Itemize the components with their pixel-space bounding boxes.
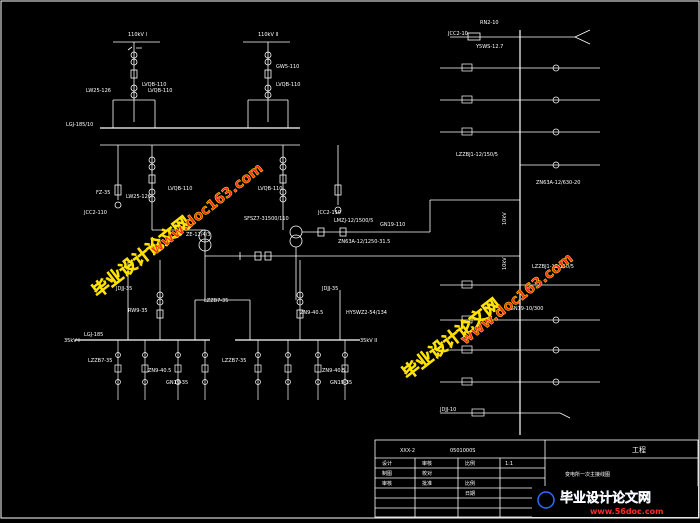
label-jdju-35a: JDJJ-35 <box>115 286 132 292</box>
label-bus-10-b: 10kV <box>502 257 508 270</box>
tb-row3-mid: 批准 <box>422 480 432 487</box>
label-source-left: 110kV I <box>128 32 147 38</box>
label-bus-35-left: 35kV I <box>64 338 80 344</box>
label-lzzb-35c: LZZB7-35 <box>222 358 246 364</box>
footer-url: www.56doc.com <box>590 507 663 516</box>
label-jdju-10: JDJJ-10 <box>439 407 456 413</box>
tb-row4-midv: 日期 <box>465 491 475 497</box>
label-gn-110: GN19-110 <box>380 222 405 228</box>
label-jcc-10: JCC2-10 <box>447 31 468 37</box>
10kv-feeders <box>440 63 600 419</box>
label-rn-10: RN2-10 <box>480 20 499 26</box>
label-lw-126b: LW25-126 <box>126 194 151 200</box>
title-company: XXX-2 <box>400 448 415 454</box>
label-lvqb-5: LVQB-110 <box>258 186 282 192</box>
label-lzzb-35b: LZZB7-35 <box>88 358 112 364</box>
label-source-right: 110kV II <box>258 32 278 38</box>
tb-row2-mid: 校对 <box>422 470 432 477</box>
label-gw-110a: GW5-110 <box>276 64 299 70</box>
watermark-4: www.doc163.com <box>457 250 577 348</box>
footer-cn: 毕业设计论文网 <box>560 490 651 506</box>
tb-row2-left: 制图 <box>382 470 392 477</box>
label-jcc-110a: JCC2-110 <box>83 210 107 216</box>
watermark-3: 毕业设计论文网 <box>398 294 505 384</box>
tb-row1-left: 设计 <box>382 460 392 467</box>
footer-logo-icon <box>537 491 555 509</box>
label-lgj-bus: LGJ-185/10 <box>66 122 93 128</box>
label-rw-35: RW9-35 <box>128 308 148 314</box>
tb-row3-left: 审核 <box>382 480 392 487</box>
label-lgj-185: LGJ-185 <box>84 332 103 338</box>
tb-row1-right: 1:1 <box>505 461 513 467</box>
label-lmzj: LMZJ-12/1500/5 <box>334 218 373 224</box>
label-ysw-127: Y5WS-12.7 <box>475 44 503 50</box>
label-gn-35b: GN19-35 <box>330 380 352 386</box>
label-zn-35c: ZN9-40.5 <box>322 368 345 374</box>
label-bus-35-right: 35kV II <box>360 338 377 344</box>
watermark-url-2: www.doc163.com <box>458 250 577 348</box>
label-lzzb-35a: LZZB7-35 <box>204 298 228 304</box>
label-lvqb-2: LVQB-110 <box>276 82 300 88</box>
label-zn-a: ZN63A-12/1250-31.5 <box>338 239 390 245</box>
10kv-tie <box>205 251 520 261</box>
label-lw-126: LW25-126 <box>86 88 111 94</box>
label-lzz-a: LZZBJ1-12/150/5 <box>456 152 498 158</box>
left-110kv-feeder <box>112 41 160 128</box>
label-zn-35b: ZN9-40.5 <box>148 368 171 374</box>
right-110kv-feeder <box>243 41 290 128</box>
label-lvqb-3: LVQB-110 <box>148 88 172 94</box>
title-project-label: 工程 <box>632 445 646 454</box>
10kv-side <box>450 29 591 435</box>
label-fz-35: FZ-35 <box>96 190 110 196</box>
watermark-2: www.doc163.com <box>147 160 267 258</box>
label-jdju-35b: JDJJ-35 <box>321 286 338 292</box>
title-drawing-no: 0501000S <box>450 448 475 454</box>
label-gn-35: GN19-35 <box>166 380 188 386</box>
label-gn-10: GN19-10/300 <box>510 306 543 312</box>
110kv-bays <box>114 145 520 300</box>
label-sfsz: SFSZ7-31500/110 <box>244 216 289 222</box>
title-block-text: XXX-2 0501000S 工程 设计 审核 比例 1:1 制图 校对 审核 … <box>382 445 646 497</box>
tb-row3-midv: 比例 <box>465 480 475 487</box>
label-yswz: HY5WZ2-54/134 <box>346 310 387 316</box>
footer-watermark: 毕业设计论文网 www.56doc.com <box>532 486 698 517</box>
label-jcc-110b: JCC2-110 <box>317 210 341 216</box>
watermark-cn-2: 毕业设计论文网 <box>398 294 505 384</box>
tb-row1-mid: 审核 <box>422 460 432 467</box>
35kv-feeders <box>114 340 349 400</box>
label-ze-1: ZE-12/4/3 <box>186 232 210 238</box>
diagram-labels: 110kV I 110kV II LVQB-110 GW5-110 LVQB-1… <box>64 20 580 413</box>
label-bus-10-a: 10kV <box>502 212 508 225</box>
label-zn-35: ZN9-40.5 <box>300 310 323 316</box>
title-drawing-name: 变电所一次主接线图 <box>565 471 610 478</box>
watermark-url-1: www.doc163.com <box>148 160 267 258</box>
label-lvqb-4: LVQB-110 <box>168 186 192 192</box>
label-zn-b: ZN63A-12/630-20 <box>536 180 580 186</box>
35kv-side <box>75 260 360 341</box>
label-lzz-b: LZZBJ1-12/150/5 <box>532 264 574 270</box>
tb-row1-midv: 比例 <box>465 460 475 467</box>
label-lvqb-1: LVQB-110 <box>142 82 166 88</box>
